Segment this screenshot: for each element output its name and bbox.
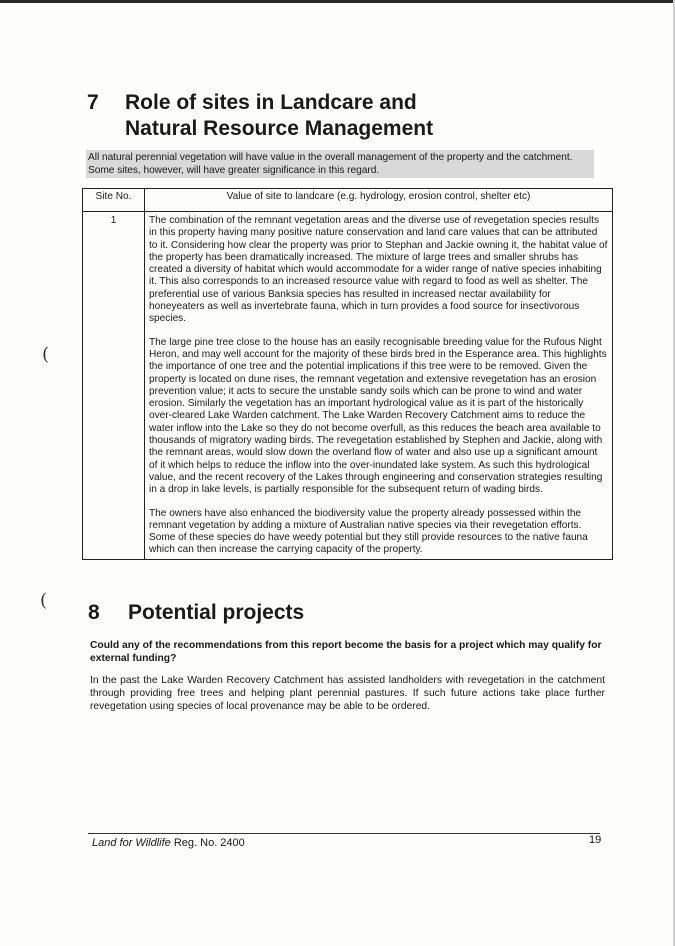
section-8-heading: 8 Potential projects	[88, 600, 304, 626]
column-header: Site No.	[82, 188, 145, 212]
scan-edge	[0, 0, 675, 3]
paragraph: In the past the Lake Warden Recovery Cat…	[90, 675, 605, 712]
site-number-cell: 1	[82, 211, 145, 560]
table-row: 1 The combination of the remnant vegetat…	[82, 211, 613, 560]
footer-rule	[88, 833, 600, 834]
section-number: 7	[87, 91, 99, 114]
paragraph: The combination of the remnant vegetatio…	[149, 215, 608, 325]
margin-mark: (	[40, 590, 48, 611]
site-value-cell: The combination of the remnant vegetatio…	[144, 211, 613, 560]
margin-mark: (	[42, 344, 50, 365]
intro-highlight: All natural perennial vegetation will ha…	[86, 150, 594, 178]
table-header-row: Site No. Value of site to landcare (e.g.…	[82, 188, 613, 212]
scan-edge	[673, 0, 675, 946]
section-number: 8	[88, 601, 100, 624]
section-title: Potential projects	[128, 601, 305, 624]
paragraph: The large pine tree close to the house h…	[149, 336, 607, 496]
section-7-heading: 7 Role of sites in Landcare and Natural …	[87, 90, 545, 142]
paragraph: The owners have also enhanced the biodiv…	[149, 507, 588, 556]
funding-question: Could any of the recommendations from th…	[90, 640, 602, 664]
column-header: Value of site to landcare (e.g. hydrolog…	[144, 188, 613, 212]
section-title: Role of sites in Landcare and Natural Re…	[125, 91, 434, 140]
footer-reg: Land for Wildlife Reg. No. 2400	[92, 837, 245, 849]
page-number: 19	[589, 834, 602, 846]
site-value-table: Site No. Value of site to landcare (e.g.…	[82, 188, 613, 560]
